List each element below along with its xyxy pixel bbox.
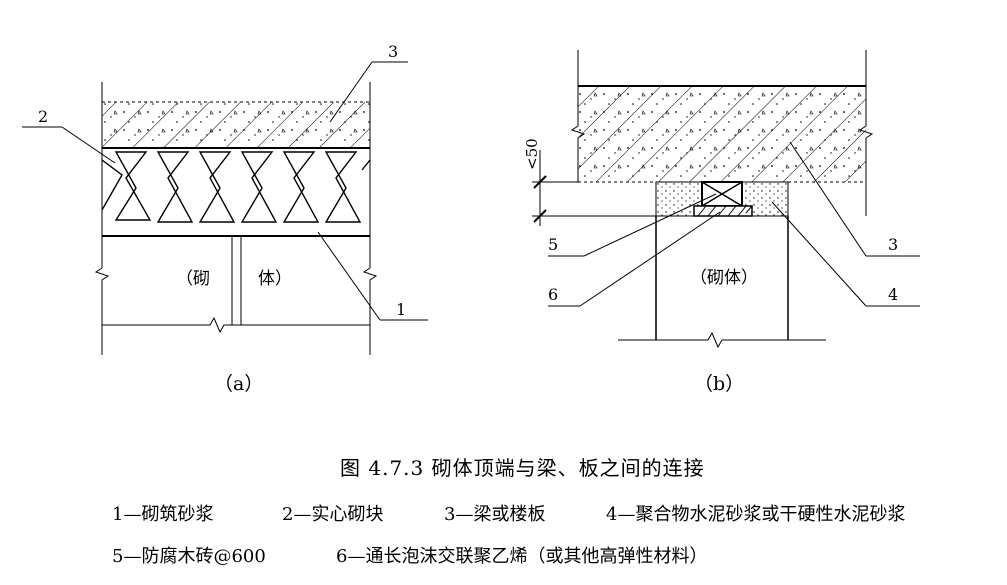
caption-b: （b） (694, 373, 744, 395)
caption-a: （a） (214, 373, 263, 395)
callout-b-3: 3 (888, 235, 898, 254)
solid-block-a (102, 148, 370, 236)
panel-b: （砌体） <50 5 6 3 4 （b） (523, 50, 920, 395)
callout-b-5: 5 (548, 235, 558, 254)
masonry-label-b: （砌体） (690, 268, 758, 288)
legend-item-3: 3—梁或楼板 (444, 504, 546, 525)
callout-b-6: 6 (548, 285, 558, 304)
block-chevrons (101, 151, 371, 223)
legend-item-2: 2—实心砌块 (282, 504, 384, 525)
masonry-label-left: （砌 (176, 269, 210, 289)
callout-a-3: 3 (388, 42, 398, 61)
connection-diagram: （砌 体） 3 2 1 （a） (22, 42, 920, 395)
legend-item-1: 1—砌筑砂浆 (112, 504, 214, 525)
legend-item-4: 4—聚合物水泥砂浆或干硬性水泥砂浆 (606, 504, 906, 525)
callout-a-2: 2 (38, 107, 48, 126)
legend-item-6: 6—通长泡沫交联聚乙烯（或其他高弹性材料） (336, 546, 708, 567)
masonry-label-right: 体） (258, 269, 292, 289)
dimension-label: <50 (523, 138, 541, 170)
legend-item-5: 5—防腐木砖@600 (112, 546, 266, 567)
figure-title: 图 4.7.3 砌体顶端与梁、板之间的连接 (340, 456, 705, 480)
callout-b-4: 4 (888, 285, 898, 304)
callout-a-1: 1 (396, 300, 406, 319)
foam-strip-6 (693, 205, 753, 217)
panel-a: （砌 体） 3 2 1 （a） (22, 42, 428, 395)
